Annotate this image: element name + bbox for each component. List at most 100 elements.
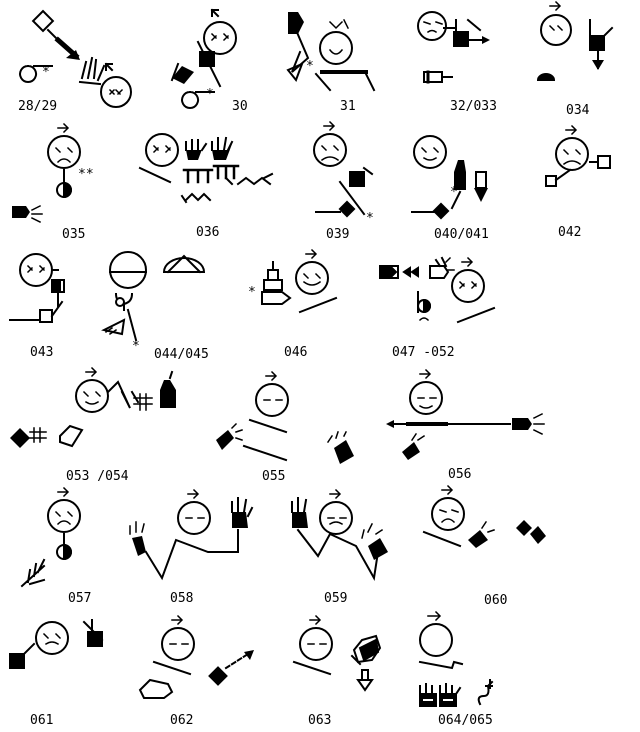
- hand-icon: [132, 536, 146, 556]
- head-top-icon: [305, 248, 318, 260]
- glyph-058: [129, 488, 254, 581]
- face-icon: [540, 14, 572, 46]
- arrow-icon: [474, 171, 488, 202]
- head-top-icon: [171, 614, 184, 626]
- hand-icon: [232, 512, 248, 528]
- head-top-icon: [265, 370, 278, 382]
- movement-line-icon: [248, 418, 288, 434]
- asterisk-mark: *: [42, 65, 50, 80]
- glyph-040-041: [411, 135, 488, 220]
- face-icon: [203, 21, 237, 55]
- head-top-icon: [323, 120, 336, 132]
- face-icon: [419, 623, 453, 657]
- asterisk-mark: *: [206, 87, 214, 102]
- square-contact-icon: [9, 653, 25, 669]
- head-top-icon: [309, 614, 322, 626]
- movement-line-icon: [292, 660, 332, 676]
- asterisk-mark: *: [306, 59, 314, 74]
- hand-flat-icon: [160, 380, 176, 408]
- face-icon: [299, 627, 333, 661]
- square-contact-icon: [597, 155, 611, 169]
- label-046: 046: [284, 345, 308, 360]
- face-icon: [313, 133, 347, 167]
- face-icon: [255, 383, 289, 417]
- label-043: 043: [30, 345, 54, 360]
- label-31: 31: [340, 99, 356, 114]
- label-30: 30: [232, 99, 248, 114]
- twist-icon: [286, 62, 304, 82]
- glyph-28-29: [19, 9, 132, 108]
- glyph-044-045: [101, 251, 206, 342]
- glyph-043: [9, 253, 65, 323]
- head-top-icon: [565, 124, 578, 136]
- glyph-30: [170, 8, 237, 109]
- flicker-icon: [30, 204, 43, 224]
- face-icon: [35, 621, 69, 655]
- glyph-064-065: [418, 610, 494, 707]
- face-icon: [47, 135, 81, 169]
- face-icon: [431, 497, 465, 531]
- glyph-063: [292, 614, 382, 692]
- face-icon: [100, 76, 132, 108]
- square-contact-icon: [453, 31, 469, 47]
- movement-line-icon: [138, 166, 172, 184]
- circle-movement-icon: [19, 64, 53, 83]
- hand-flat-icon: [138, 678, 174, 699]
- head-top-icon: [187, 488, 200, 500]
- head-top-icon: [85, 366, 98, 378]
- face-icon: [555, 137, 589, 171]
- label-053-054: 053 /054: [66, 469, 129, 484]
- asterisk-mark: *: [132, 339, 140, 354]
- double-asterisk-mark: **: [78, 167, 94, 182]
- glyph-047-052: [379, 256, 496, 324]
- glyph-057: [20, 486, 81, 588]
- label-039: 039: [326, 227, 350, 242]
- movement-line-icon: [298, 296, 338, 314]
- face-icon: [295, 261, 329, 295]
- glyph-31: [286, 12, 376, 92]
- glyph-034: [536, 0, 614, 81]
- asterisk-mark: *: [248, 285, 256, 300]
- face-icon: [75, 379, 109, 413]
- label-042: 042: [558, 225, 582, 240]
- label-040-041: 040/041: [434, 227, 489, 242]
- hand-flat-icon: [12, 206, 30, 218]
- hand-flat-icon: [288, 12, 304, 34]
- hand-flat-icon: [216, 430, 234, 450]
- label-059: 059: [324, 591, 348, 606]
- head-top-icon: [57, 486, 70, 498]
- label-047-052: 047 -052: [392, 345, 455, 360]
- diamond-contact-icon: [338, 200, 356, 218]
- glyph-035: [12, 122, 81, 224]
- asterisk-mark: *: [366, 211, 374, 226]
- asterisk-mark: *: [450, 185, 458, 200]
- arrow-icon: [356, 669, 374, 692]
- zigzag-movement-icon: [296, 528, 380, 582]
- label-064-065: 064/065: [438, 713, 493, 728]
- arrow-icon: [386, 420, 409, 428]
- label-060: 060: [484, 593, 508, 608]
- head-top-icon: [329, 488, 342, 500]
- label-035: 035: [62, 227, 86, 242]
- face-icon: [409, 381, 443, 415]
- hand-icon: [211, 136, 234, 160]
- label-036: 036: [196, 225, 220, 240]
- glyph-036: [138, 133, 274, 204]
- hand-icon: [78, 56, 106, 86]
- arrow-icon: [224, 650, 254, 670]
- hand-flat-icon: [468, 530, 488, 548]
- label-044-045: 044/045: [154, 347, 209, 362]
- hand-icon: [429, 256, 450, 279]
- head-top-icon: [441, 484, 454, 496]
- face-icon: [109, 251, 147, 289]
- diamond-contact-icon: [432, 202, 450, 220]
- zigzag-movement-icon: [144, 529, 239, 581]
- face-icon: [413, 135, 447, 169]
- head-top-icon: [57, 122, 70, 134]
- hand-icon: [292, 512, 308, 528]
- label-061: 061: [30, 713, 54, 728]
- glyph-060: [422, 484, 546, 548]
- label-062: 062: [170, 713, 194, 728]
- face-icon: [177, 501, 211, 535]
